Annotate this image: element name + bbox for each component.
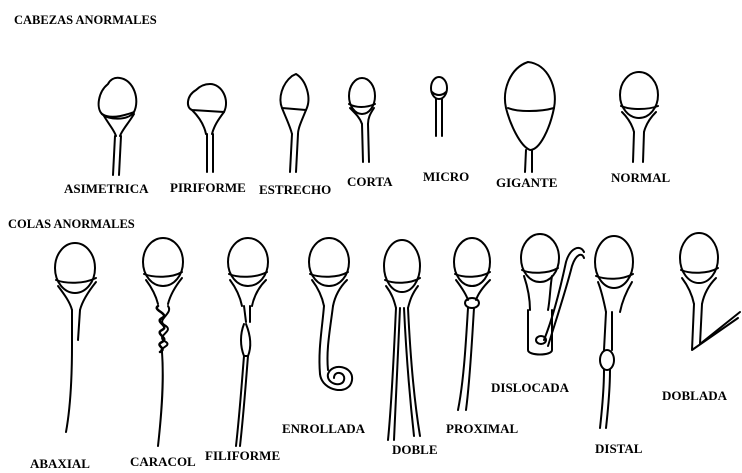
sperm-abaxial <box>55 243 96 432</box>
label-gigante: GIGANTE <box>496 176 557 189</box>
label-doblada: DOBLADA <box>662 389 727 402</box>
label-micro: MICRO <box>423 170 469 183</box>
sperm-caracol <box>143 238 183 446</box>
sperm-estrecho <box>280 74 308 172</box>
sperm-corta <box>349 78 375 162</box>
label-estrecho: ESTRECHO <box>259 183 331 196</box>
label-proximal: PROXIMAL <box>446 422 518 435</box>
sperm-enrollada <box>309 238 352 390</box>
label-corta: CORTA <box>347 175 393 188</box>
label-filiforme: FILIFORME <box>205 449 280 462</box>
tails-section-title: COLAS ANORMALES <box>8 218 135 231</box>
sperm-distal <box>595 236 633 428</box>
sperm-doblada <box>680 233 740 350</box>
label-asimetrica: ASIMETRICA <box>64 182 149 195</box>
label-distal: DISTAL <box>595 442 642 455</box>
sperm-doble <box>384 240 420 440</box>
sperm-gigante <box>505 62 555 172</box>
sperm-asimetrica <box>99 78 137 175</box>
sperm-micro <box>431 77 447 136</box>
label-dislocada: DISLOCADA <box>491 381 569 394</box>
label-piriforme: PIRIFORME <box>170 181 246 194</box>
sperm-filiforme <box>228 238 268 446</box>
label-abaxial: ABAXIAL <box>30 457 90 470</box>
label-normal: NORMAL <box>611 171 670 184</box>
label-enrollada: ENROLLADA <box>282 422 365 435</box>
heads-section-title: CABEZAS ANORMALES <box>14 14 157 27</box>
sperm-piriforme <box>188 84 226 172</box>
label-doble: DOBLE <box>392 443 438 456</box>
sperm-normal <box>620 72 658 162</box>
label-caracol: CARACOL <box>130 455 196 468</box>
sperm-proximal <box>454 238 490 410</box>
sperm-dislocada <box>521 234 584 355</box>
